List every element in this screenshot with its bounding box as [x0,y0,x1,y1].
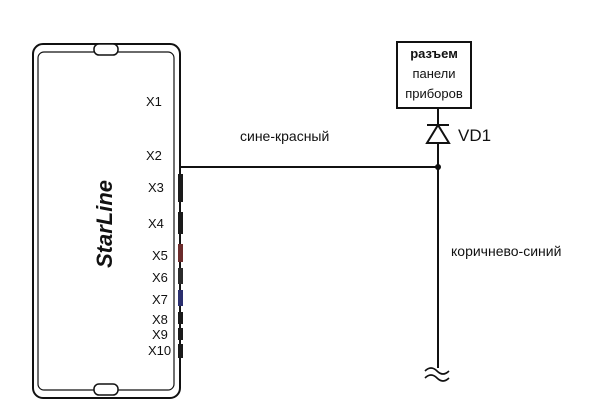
connector-label-x8: X8 [152,312,168,327]
connector-box-line1: разъем [410,46,458,61]
port-x9 [178,328,183,340]
ground-wave-1 [424,367,450,375]
junction-dot [435,164,441,170]
connector-label-x3: X3 [148,180,164,195]
port-x4 [178,212,183,234]
ground-wave-2 [424,374,450,382]
diode-vd1: VD1 [425,123,491,145]
mounting-slot-bottom [93,383,119,396]
connector-label-x7: X7 [152,292,168,307]
connector-label-x2: X2 [146,148,162,163]
port-x10 [178,344,183,358]
wire-label-blue-red: сине-красный [240,128,329,144]
connector-box-line2: панели [412,66,455,81]
port-x6 [178,268,183,284]
connector-label-x9: X9 [152,327,168,342]
connector-label-x6: X6 [152,270,168,285]
connector-label-x10: X10 [148,343,171,358]
port-x8 [178,312,183,324]
mounting-slot-top [93,43,119,56]
port-x3 [178,174,183,202]
diode-label: VD1 [458,126,491,145]
connector-box-border [396,41,472,109]
port-x5 [178,244,183,262]
diode-triangle [425,123,451,144]
instrument-panel-connector-box: разъем панели приборов [396,41,472,109]
brand-logo: StarLine [92,180,117,268]
connector-label-x1: X1 [146,94,162,109]
connector-label-x5: X5 [152,248,168,263]
connector-label-x4: X4 [148,216,164,231]
connector-ports [178,174,183,358]
connector-box-line3: приборов [405,86,463,101]
starline-module: StarLine [32,43,181,399]
port-x7 [178,290,183,306]
connector-labels: X1 X2 X3 X4 X5 X6 X7 X8 X9 X10 [146,94,171,358]
wire-label-brown-blue: коричнево-синий [451,243,561,259]
ground-symbol [424,367,450,382]
